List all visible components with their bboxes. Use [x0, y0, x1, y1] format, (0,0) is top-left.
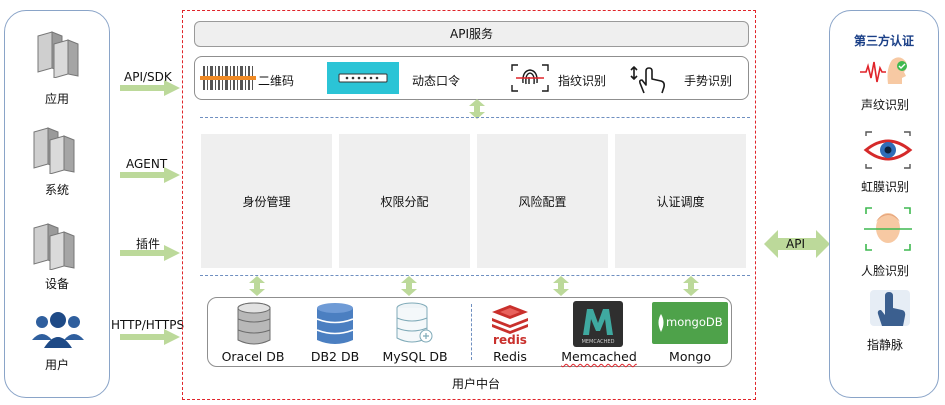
database-label: Mongo	[669, 349, 711, 364]
redis-logo: redis	[492, 305, 528, 346]
server-icon	[33, 223, 75, 270]
platform-footer-label: 用户中台	[451, 377, 500, 391]
auth-method-label: 动态口令	[412, 74, 461, 88]
left-item-label: 应用	[44, 92, 69, 106]
function-auth-scheduling: 认证调度	[615, 134, 746, 268]
left-item-label: 用户	[44, 358, 69, 372]
database-label: Redis	[493, 349, 527, 364]
database-divider	[471, 304, 472, 360]
database-label: MySQL DB	[382, 349, 448, 364]
fingerprint-icon	[511, 64, 549, 92]
database-label: Oracel DB	[221, 349, 285, 364]
function-risk-configuration: 风险配置	[477, 134, 608, 268]
separator-line	[200, 275, 750, 276]
gesture-icon	[630, 66, 665, 94]
connector-label: API/SDK	[124, 70, 172, 84]
updown-arrow-icon	[683, 276, 699, 296]
left-item-label: 系统	[44, 183, 69, 197]
memcached-logo-text: MEMCACHED	[582, 339, 615, 345]
server-icon	[37, 31, 79, 78]
function-label: 身份管理	[242, 194, 291, 209]
connector-label: AGENT	[126, 157, 168, 171]
token-icon	[327, 62, 399, 94]
users-icon	[32, 312, 84, 348]
connector-label: API	[786, 237, 805, 251]
third-party-label: 指静脉	[866, 338, 903, 352]
right-arrow-icon	[120, 80, 180, 96]
redis-logo-text: redis	[493, 333, 527, 346]
connector-label: 插件	[136, 237, 161, 251]
function-permission-allocation: 权限分配	[339, 134, 470, 268]
database-light-icon	[396, 302, 433, 343]
auth-method-label: 二维码	[258, 74, 295, 88]
memcached-logo: MEMCACHED	[573, 301, 623, 347]
auth-method-label: 手势识别	[684, 74, 733, 88]
database-gray-icon	[237, 302, 271, 345]
auth-methods-box	[194, 56, 749, 100]
mongodb-logo-text: mongoDB	[666, 315, 723, 329]
leaf-icon	[658, 314, 664, 332]
api-service-bar: API服务	[194, 21, 749, 47]
user-middle-platform	[182, 10, 756, 400]
third-party-auth-title: 第三方认证	[853, 34, 914, 48]
separator-line	[200, 117, 750, 118]
third-party-label: 虹膜识别	[860, 180, 909, 194]
database-blue-icon	[316, 303, 354, 344]
mongodb-logo: mongoDB	[652, 302, 728, 344]
updown-arrow-icon	[249, 276, 265, 296]
third-party-label: 人脸识别	[860, 264, 909, 278]
left-item-label: 设备	[44, 277, 69, 291]
right-panel	[829, 10, 939, 398]
function-label: 认证调度	[656, 194, 705, 209]
server-icon	[33, 127, 75, 174]
voiceprint-icon	[860, 57, 907, 84]
updown-arrow-icon	[553, 276, 569, 296]
right-arrow-icon	[120, 167, 180, 183]
left-right-arrow-icon	[764, 230, 830, 258]
connector-label: HTTP/HTTPS	[111, 318, 185, 332]
function-label: 风险配置	[518, 194, 567, 209]
database-box	[207, 297, 732, 367]
function-label: 权限分配	[380, 194, 429, 209]
barcode-icon	[200, 63, 256, 93]
right-arrow-icon	[120, 245, 180, 261]
database-label: Memcached	[561, 349, 637, 364]
right-arrow-icon	[120, 329, 180, 345]
finger-vein-icon	[870, 290, 910, 326]
iris-icon	[863, 131, 913, 169]
updown-arrow-icon	[401, 276, 417, 296]
third-party-label: 声纹识别	[860, 98, 909, 112]
function-identity-management: 身份管理	[201, 134, 332, 268]
database-label: DB2 DB	[310, 349, 360, 364]
auth-method-label: 指纹识别	[558, 74, 607, 88]
face-icon	[864, 207, 912, 251]
updown-arrow-icon	[469, 99, 485, 119]
